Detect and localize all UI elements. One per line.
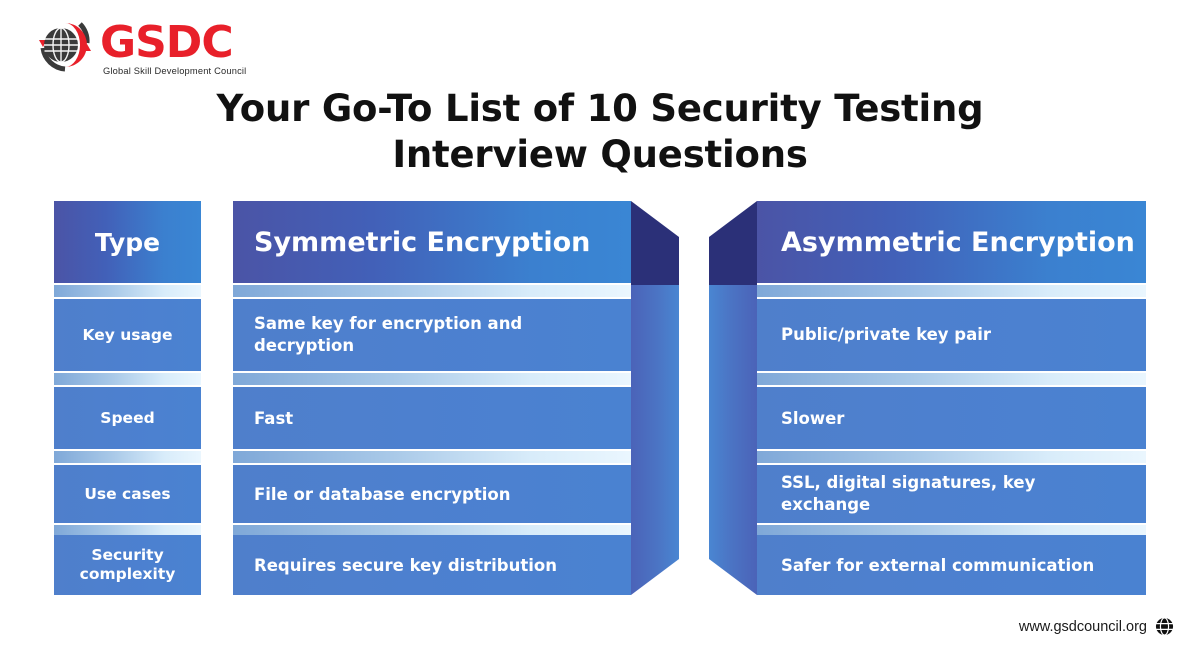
column-3d-top-face-asymmetric — [709, 201, 757, 285]
row-divider — [54, 525, 201, 535]
column-3d-side-face-symmetric — [631, 285, 679, 595]
table-cell-type-speed: Speed — [54, 387, 201, 449]
logo-word: GSDC — [100, 17, 234, 68]
row-divider — [54, 373, 201, 385]
globe-icon — [1155, 617, 1174, 636]
column-header-symmetric-label: Symmetric Encryption — [254, 226, 591, 258]
row-divider — [233, 525, 631, 535]
row-divider — [757, 373, 1146, 385]
footer: www.gsdcouncil.org — [1019, 617, 1174, 636]
logo-tagline: Global Skill Development Council — [103, 65, 247, 76]
table-cell-type-security-complexity: Security complexity — [54, 535, 201, 595]
page-title-line2: Interview Questions — [392, 132, 808, 176]
table-cell-asymmetric-security-complexity: Safer for external communication — [757, 535, 1146, 595]
page-title: Your Go-To List of 10 Security Testing I… — [0, 86, 1200, 178]
row-divider — [54, 285, 201, 297]
row-divider — [233, 285, 631, 297]
column-header-asymmetric-label: Asymmetric Encryption — [781, 226, 1135, 258]
page-title-line1: Your Go-To List of 10 Security Testing — [216, 87, 984, 130]
globe-orbit-icon — [34, 14, 96, 76]
table-cell-asymmetric-key-usage: Public/private key pair — [757, 299, 1146, 371]
column-header-type-label: Type — [94, 227, 161, 257]
footer-url[interactable]: www.gsdcouncil.org — [1018, 618, 1147, 635]
logo-wordmark: GSDC Global Skill Development Council — [100, 14, 246, 76]
column-3d-side-face-asymmetric — [709, 285, 757, 595]
table-cell-symmetric-speed: Fast — [233, 387, 631, 449]
column-3d-top-face-symmetric — [631, 201, 679, 285]
table-cell-type-key-usage: Key usage — [54, 299, 201, 371]
table-cell-asymmetric-use-cases: SSL, digital signatures, key exchange — [757, 465, 1146, 523]
row-divider — [757, 451, 1146, 463]
table-cell-asymmetric-speed: Slower — [757, 387, 1146, 449]
table-cell-symmetric-key-usage: Same key for encryption and decryption — [233, 299, 631, 371]
column-header-symmetric: Symmetric Encryption — [233, 201, 631, 283]
table-cell-symmetric-use-cases: File or database encryption — [233, 465, 631, 523]
row-divider — [233, 373, 631, 385]
row-divider — [757, 285, 1146, 297]
row-divider — [233, 451, 631, 463]
column-header-asymmetric: Asymmetric Encryption — [757, 201, 1146, 283]
row-divider — [757, 525, 1146, 535]
column-header-type: Type — [54, 201, 201, 283]
table-cell-type-use-cases: Use cases — [54, 465, 201, 523]
gsdc-logo: GSDC Global Skill Development Council — [34, 14, 246, 76]
row-divider — [54, 451, 201, 463]
table-cell-symmetric-security-complexity: Requires secure key distribution — [233, 535, 631, 595]
